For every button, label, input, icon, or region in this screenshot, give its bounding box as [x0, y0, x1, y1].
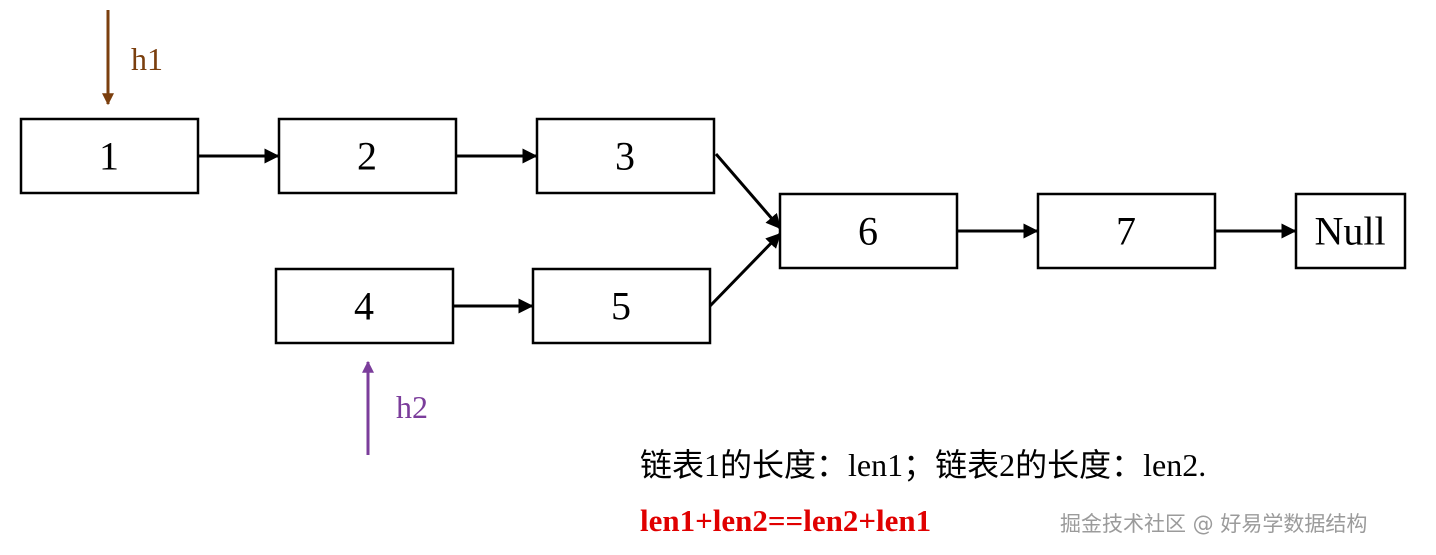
node-4-label: 4 — [354, 284, 374, 329]
h2-pointer-label: h2 — [396, 389, 428, 425]
node-1: 1 — [19, 117, 200, 195]
length-caption: 链表1的长度：len1；链表2的长度：len2. — [640, 447, 1207, 483]
node-3: 3 — [535, 117, 716, 195]
node-5-label: 5 — [611, 284, 631, 329]
node-5: 5 — [531, 267, 712, 345]
node-6: 6 — [778, 192, 959, 270]
h1-pointer-label: h1 — [131, 41, 163, 77]
node-7: 7 — [1036, 192, 1217, 270]
node-null: Null — [1294, 192, 1407, 270]
node-6-label: 6 — [858, 209, 878, 254]
node-2-label: 2 — [357, 134, 377, 179]
watermark-text: 掘金技术社区 @ 好易学数据结构 — [1060, 512, 1368, 536]
length-formula: len1+len2==len2+len1 — [640, 503, 932, 538]
node-7-label: 7 — [1116, 209, 1136, 254]
edge-3-6 — [714, 153, 782, 230]
node-3-label: 3 — [615, 134, 635, 179]
node-null-label: Null — [1314, 209, 1385, 254]
node-2: 2 — [277, 117, 458, 195]
node-1-label: 1 — [99, 134, 119, 179]
edge-5-6 — [708, 232, 782, 308]
node-4: 4 — [274, 267, 455, 345]
